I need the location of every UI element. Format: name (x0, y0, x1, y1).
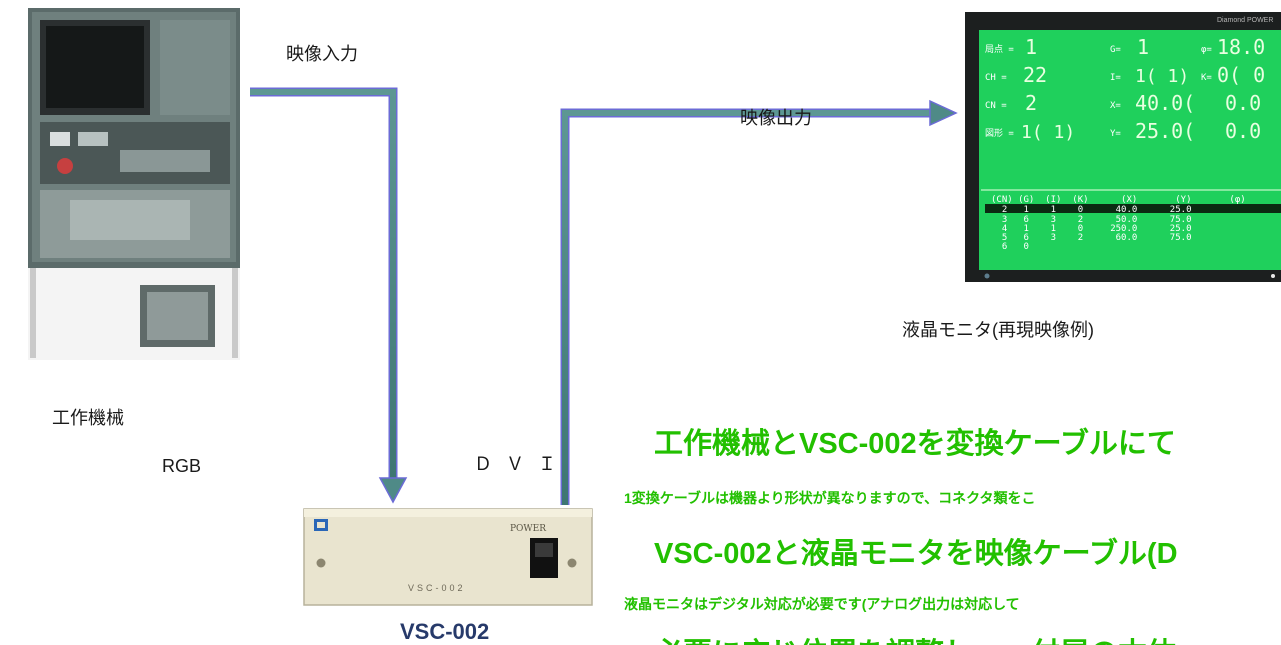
svg-text:K=: K= (1201, 73, 1212, 83)
device-name-label: VSC-002 (400, 619, 490, 644)
svg-text:(CN) (G) (I) (K) (X): (CN) (G) (I) (K) (X) (Y) (φ) (991, 195, 1246, 205)
step3-title: 必要に応じ位置を調整し、…付属の本体 (654, 630, 1176, 645)
svg-text:0( 0: 0( 0 (1217, 63, 1265, 87)
svg-text:φ=: φ= (1201, 45, 1212, 55)
arrow-head-right-icon (929, 99, 958, 127)
video-output-label: 映像出力 (740, 108, 812, 128)
power-label: POWER (510, 524, 546, 534)
step2-title: VSC-002と液晶モニタを映像ケーブル(D (654, 538, 1178, 570)
vsc-002-device-image: POWER VSC-002 (300, 505, 598, 610)
svg-text:25.0(: 25.0( (1135, 119, 1195, 143)
svg-text:40.0(: 40.0( (1135, 91, 1195, 115)
arrow-head-down-icon (378, 477, 408, 504)
svg-text:1( 1): 1( 1) (1021, 122, 1075, 143)
svg-text:1( 1): 1( 1) (1135, 66, 1189, 87)
svg-text:18.0: 18.0 (1217, 35, 1265, 59)
svg-text:2: 2 (1025, 91, 1037, 115)
svg-text:22: 22 (1023, 63, 1047, 87)
step1-note: 1変換ケーブルは機器より形状が異なりますので、コネクタ類をこ (624, 490, 1036, 506)
svg-text:1: 1 (1025, 35, 1037, 59)
svg-text:1: 1 (1137, 35, 1149, 59)
video-output-arrow (560, 99, 958, 505)
monitor-caption: 液晶モニタ(再現映像例) (902, 320, 1094, 340)
step2-note: 液晶モニタはデジタル対応が必要です(アナログ出力は対応して (624, 596, 1020, 612)
svg-text:2 1 1 0 40.0: 2 1 1 0 40.0 25.0 (991, 205, 1191, 215)
rgb-label: RGB (162, 456, 202, 476)
svg-text:G=: G= (1110, 45, 1121, 55)
svg-text:0.0: 0.0 (1225, 91, 1261, 115)
svg-text:CN =: CN = (985, 101, 1007, 111)
svg-text:局点 =: 局点 = (985, 44, 1014, 55)
svg-text:I=: I= (1110, 73, 1121, 83)
svg-text:CH =: CH = (985, 73, 1007, 83)
video-input-arrow (232, 87, 408, 504)
svg-text:3 6 3 2 50.0: 3 6 3 2 50.0 75.0 (991, 215, 1191, 225)
svg-text:6 0: 6 0 (991, 242, 1029, 252)
svg-text:Y=: Y= (1110, 129, 1121, 139)
svg-text:5 6 3 2 60.0: 5 6 3 2 60.0 75.0 (991, 233, 1191, 243)
machine-tool-image (10, 0, 250, 360)
video-input-label: 映像入力 (286, 44, 358, 64)
device-model-label: VSC-002 (408, 583, 466, 593)
dvi-label: ＤＶＩ (474, 454, 570, 474)
step1-title: 工作機械とVSC-002を変換ケーブルにて (654, 428, 1176, 460)
svg-text:X=: X= (1110, 101, 1121, 111)
svg-text:0.0: 0.0 (1225, 119, 1261, 143)
monitor-screen (979, 30, 1281, 270)
lcd-monitor-image: Diamond POWER 局点 = 1 G= 1 φ= 18.0 CH = 2… (965, 12, 1281, 282)
machine-tool-label: 工作機械 (52, 408, 124, 428)
monitor-brand: Diamond POWER (1217, 17, 1273, 24)
svg-text:図形 =: 図形 = (985, 127, 1014, 139)
svg-text:4 1 1 0 250.0: 4 1 1 0 250.0 25.0 (991, 224, 1191, 234)
